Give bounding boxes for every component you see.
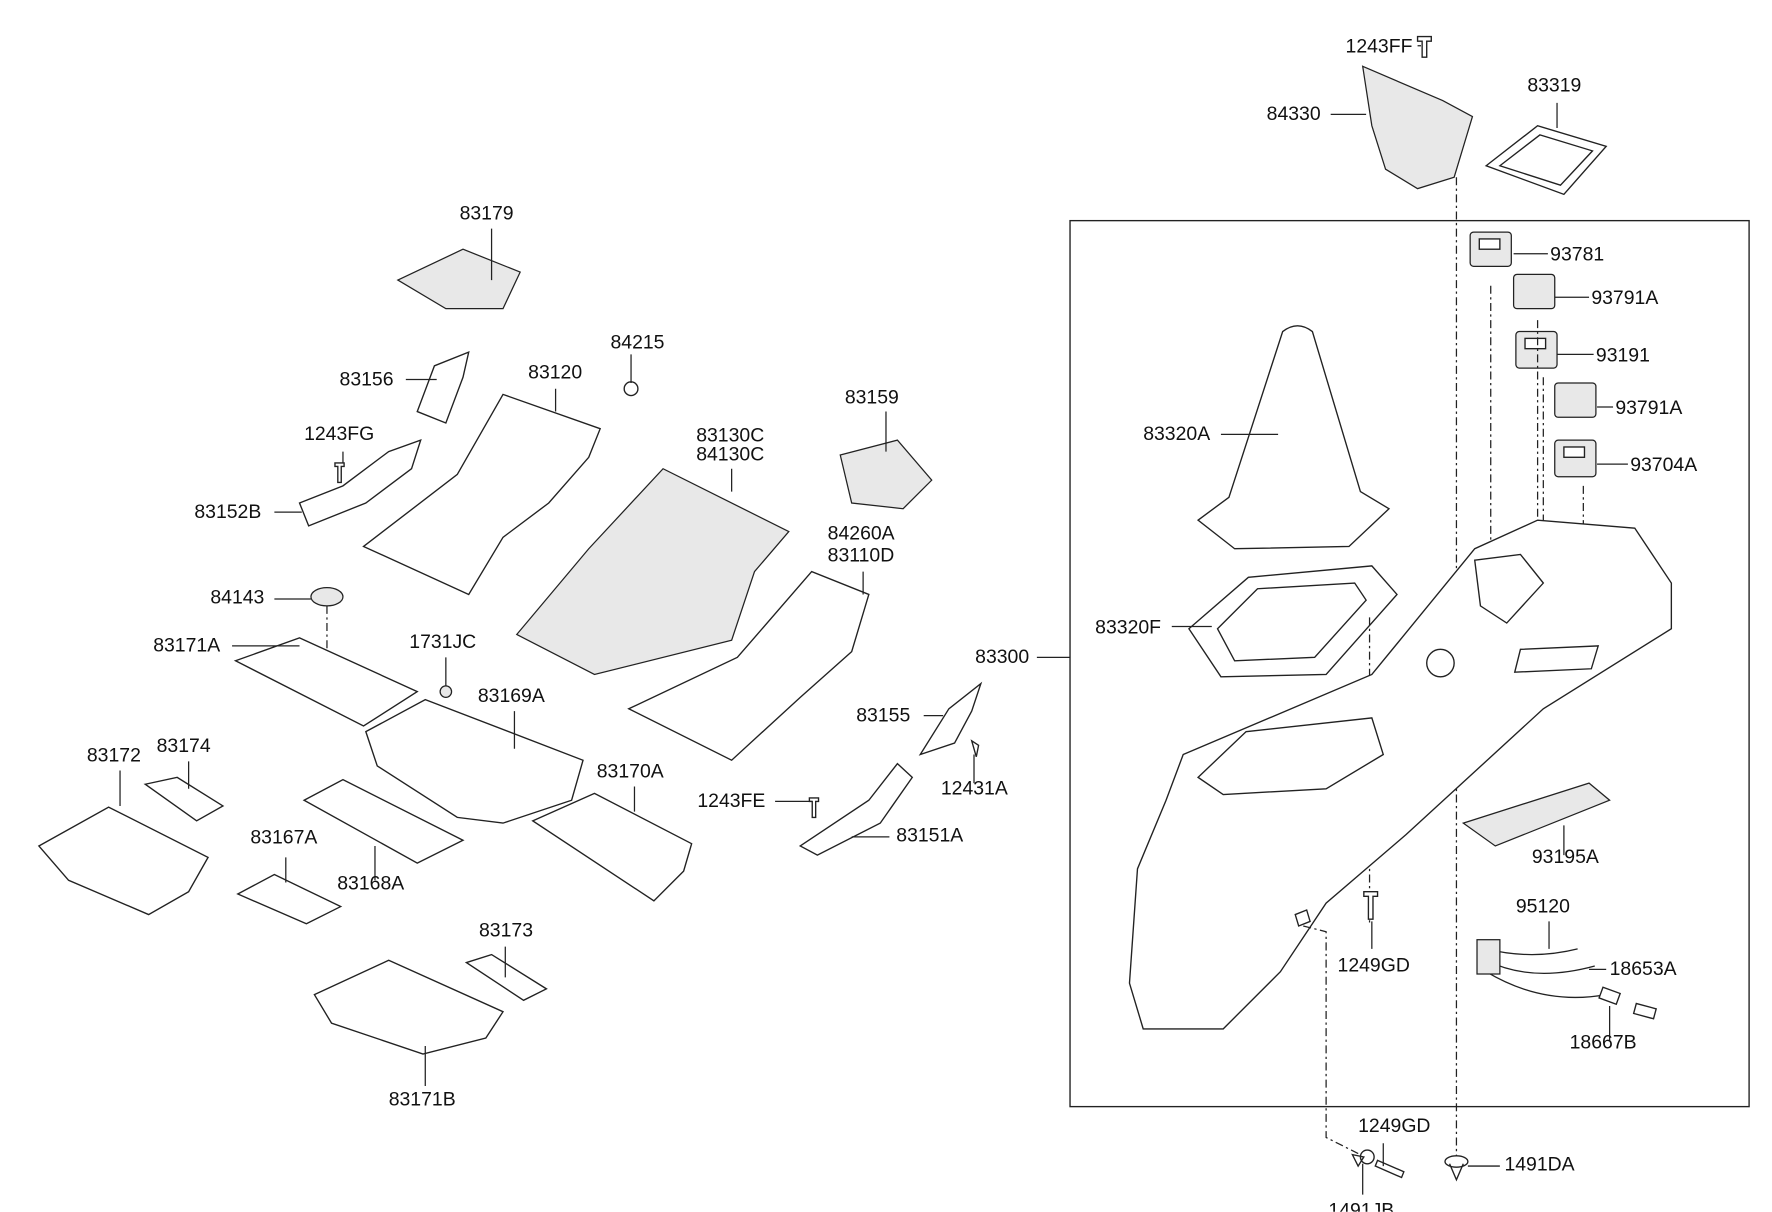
part-1249gd-screw-bottom bbox=[1374, 1159, 1405, 1179]
part-84215-plug bbox=[623, 381, 639, 397]
part-83168a-pad bbox=[302, 778, 465, 864]
part-label-83110d[interactable]: 83110D bbox=[828, 544, 895, 566]
part-1491da-clip bbox=[1444, 1155, 1469, 1182]
part-label-83174[interactable]: 83174 bbox=[157, 735, 211, 757]
part-label-1491da[interactable]: 1491DA bbox=[1504, 1154, 1574, 1176]
part-83320a-shift-boot bbox=[1196, 325, 1391, 550]
switch-93704a bbox=[1554, 439, 1597, 478]
part-label-83151a[interactable]: 83151A bbox=[896, 824, 963, 846]
part-1243fg-screw bbox=[334, 462, 345, 484]
switch-93791a-2 bbox=[1554, 382, 1597, 418]
part-83174-pad bbox=[143, 776, 225, 822]
part-label-93195a[interactable]: 93195A bbox=[1532, 846, 1599, 868]
part-84260a-carpet bbox=[627, 570, 870, 762]
guide-lines-switches bbox=[1490, 285, 1584, 681]
part-95120-harness bbox=[1485, 948, 1607, 999]
part-1243ff-screw bbox=[1416, 35, 1432, 58]
console-hole bbox=[1294, 909, 1311, 927]
boot-plate-opening bbox=[1216, 582, 1367, 662]
part-label-18653a[interactable]: 18653A bbox=[1610, 958, 1677, 980]
part-label-83170a[interactable]: 83170A bbox=[597, 760, 664, 782]
part-label-1243fe[interactable]: 1243FE bbox=[697, 790, 765, 812]
console-socket bbox=[1426, 648, 1455, 678]
part-83171b-pad bbox=[313, 959, 505, 1055]
part-label-83300[interactable]: 83300 bbox=[975, 646, 1029, 668]
part-83152b-bracket bbox=[298, 439, 422, 527]
part-1731jc-grommet bbox=[439, 685, 453, 698]
part-label-83179[interactable]: 83179 bbox=[460, 202, 514, 224]
part-label-84260a[interactable]: 84260A bbox=[828, 523, 895, 545]
part-label-84215[interactable]: 84215 bbox=[610, 332, 664, 354]
part-label-83320a[interactable]: 83320A bbox=[1143, 423, 1210, 445]
part-label-83168a[interactable]: 83168A bbox=[337, 872, 404, 894]
part-label-93191[interactable]: 93191 bbox=[1596, 344, 1650, 366]
part-label-84143[interactable]: 84143 bbox=[210, 587, 264, 609]
switch-93791a-1 bbox=[1512, 273, 1556, 310]
part-label-93781[interactable]: 93781 bbox=[1550, 244, 1604, 266]
part-label-1491jb[interactable]: 1491JB bbox=[1328, 1199, 1394, 1211]
part-83171a-pad bbox=[233, 637, 419, 727]
part-label-83171b[interactable]: 83171B bbox=[389, 1088, 456, 1110]
part-83172-pad bbox=[37, 806, 210, 916]
part-83319-pad-inner bbox=[1498, 134, 1594, 186]
part-label-1243ff[interactable]: 1243FF bbox=[1346, 36, 1413, 58]
part-83120-carpet bbox=[362, 393, 602, 596]
part-label-83173[interactable]: 83173 bbox=[479, 919, 533, 941]
part-label-1243fg[interactable]: 1243FG bbox=[304, 423, 374, 445]
console-cupholder-opening bbox=[1196, 717, 1385, 796]
part-83159-mat bbox=[839, 439, 933, 510]
part-label-84130c[interactable]: 84130C bbox=[696, 444, 764, 466]
switch-93191 bbox=[1515, 330, 1558, 369]
part-83167a-pad bbox=[236, 873, 343, 925]
part-label-83159[interactable]: 83159 bbox=[845, 387, 899, 409]
part-12431a-screw bbox=[970, 739, 980, 757]
part-83170a-pad bbox=[531, 792, 693, 902]
part-label-83320f[interactable]: 83320F bbox=[1095, 616, 1161, 638]
harness-connector bbox=[1476, 939, 1501, 975]
part-83155-bracket bbox=[918, 681, 983, 756]
part-18653a-bulb bbox=[1632, 1002, 1658, 1020]
part-label-83156[interactable]: 83156 bbox=[340, 368, 394, 390]
part-label-83172[interactable]: 83172 bbox=[87, 744, 141, 766]
part-83300-console bbox=[1128, 519, 1673, 1030]
part-label-95120[interactable]: 95120 bbox=[1516, 895, 1570, 917]
part-label-84330[interactable]: 84330 bbox=[1267, 103, 1321, 125]
part-84143-plug bbox=[310, 586, 344, 607]
part-18667b-socket bbox=[1598, 986, 1622, 1006]
part-label-83171a[interactable]: 83171A bbox=[153, 635, 220, 657]
part-label-83130c[interactable]: 83130C bbox=[696, 424, 764, 446]
part-label-83120[interactable]: 83120 bbox=[528, 361, 582, 383]
part-label-1249gd[interactable]: 1249GD bbox=[1358, 1115, 1430, 1137]
part-1249gd-screw bbox=[1363, 891, 1379, 920]
part-83169a-pad bbox=[364, 698, 584, 824]
part-83151a-bracket bbox=[798, 762, 914, 856]
part-label-83167a[interactable]: 83167A bbox=[250, 827, 317, 849]
console-shifter-opening bbox=[1473, 553, 1545, 624]
part-1491jb-clip bbox=[1351, 1149, 1375, 1168]
guide-line-bolt bbox=[1303, 925, 1361, 1156]
part-label-83152b[interactable]: 83152B bbox=[194, 501, 261, 523]
part-label-18667b[interactable]: 18667B bbox=[1570, 1031, 1637, 1053]
part-83173-pad bbox=[464, 953, 548, 1002]
part-83130c-carpet bbox=[515, 467, 790, 676]
part-label-93704a[interactable]: 93704A bbox=[1630, 454, 1697, 476]
part-label-12431a[interactable]: 12431A bbox=[941, 778, 1008, 800]
part-label-83319[interactable]: 83319 bbox=[1527, 74, 1581, 96]
part-label-83169a[interactable]: 83169A bbox=[478, 685, 545, 707]
part-label-1731jc[interactable]: 1731JC bbox=[409, 631, 476, 653]
leader-lines bbox=[119, 45, 1628, 1195]
part-label-93791a[interactable]: 93791A bbox=[1591, 287, 1658, 309]
part-93195a-bracket bbox=[1461, 782, 1611, 847]
console-assembly-box bbox=[1069, 219, 1750, 1108]
part-83179-mat bbox=[396, 248, 522, 310]
part-number-labels: 1243FF 84330 83319 93781 93791A 93191 93791A 93… bbox=[87, 36, 1697, 1212]
console-switch-panel bbox=[1513, 645, 1600, 673]
part-label-93791a[interactable]: 93791A bbox=[1615, 397, 1682, 419]
part-label-83155[interactable]: 83155 bbox=[856, 704, 910, 726]
part-84330-tray bbox=[1361, 65, 1474, 190]
switch-93781 bbox=[1469, 231, 1512, 267]
part-83156-trim bbox=[416, 350, 470, 424]
part-label-1249gd[interactable]: 1249GD bbox=[1338, 955, 1410, 977]
